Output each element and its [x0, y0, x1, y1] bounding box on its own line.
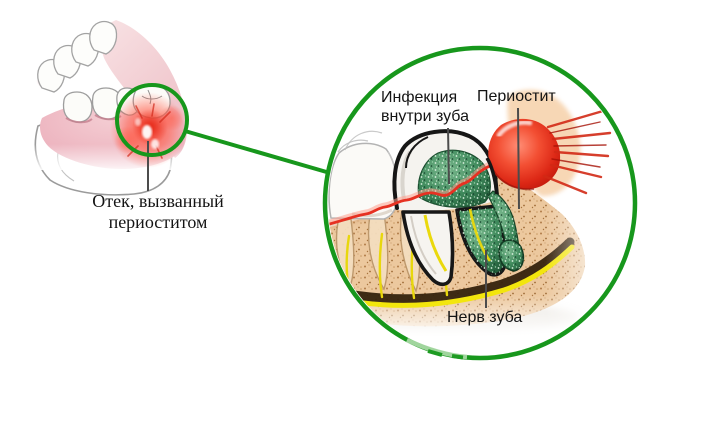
- pointer-line-periostitis: [517, 107, 520, 210]
- far-teeth-row: [37, 20, 118, 93]
- label-swelling-caused-by-periostitis: Отек, вызванный периоститом: [92, 191, 224, 232]
- root-canal-nerve: [423, 214, 448, 272]
- gum-line: [328, 160, 499, 228]
- label-infection-inside-tooth: Инфекция внутри зуба: [381, 89, 469, 125]
- pointer-line-infection: [447, 127, 450, 185]
- label-periostitis: Периостит: [477, 88, 556, 105]
- periostitis-abscess: [488, 109, 612, 195]
- jaw-illustration: [34, 20, 189, 196]
- magnified-view-circle: [322, 45, 638, 361]
- magnifier-connector-line: [184, 129, 331, 175]
- magnified-view: [322, 45, 638, 361]
- inflammation-highlight-circle: [115, 83, 189, 157]
- label-tooth-nerve: Нерв зуба: [447, 309, 523, 326]
